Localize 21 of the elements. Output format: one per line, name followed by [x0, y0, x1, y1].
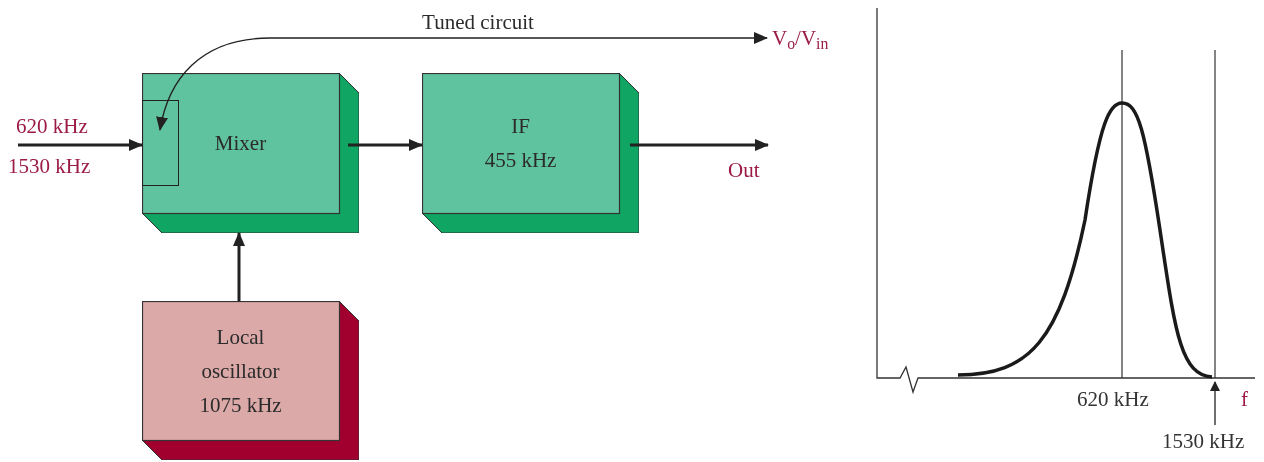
process-block: [142, 301, 359, 460]
frequency-label: 1530 kHz: [8, 153, 91, 179]
tick-label: 620 kHz: [1077, 386, 1149, 412]
block-label: Mixer: [213, 130, 268, 157]
block-label: 1075 kHz: [198, 391, 283, 419]
arrow: [18, 139, 143, 151]
frequency-label: 620 kHz: [16, 113, 88, 139]
signal-label: Out: [728, 157, 772, 183]
axis-label: f: [1241, 386, 1248, 412]
tuned-circuit-box: [142, 100, 179, 186]
process-block: [422, 73, 639, 233]
arrow: [233, 232, 245, 301]
tick-label: 1530 kHz: [1162, 428, 1245, 454]
arrow: [348, 139, 423, 151]
block-label: 455 kHz: [483, 147, 558, 174]
arrow: [156, 32, 768, 131]
block-label: Local oscillator: [200, 323, 281, 385]
signal-label: V$_{o}$/V$_{in}$: [772, 25, 838, 53]
block-label: IF: [510, 113, 531, 140]
process-block: [142, 73, 359, 233]
arrow: [630, 139, 769, 151]
